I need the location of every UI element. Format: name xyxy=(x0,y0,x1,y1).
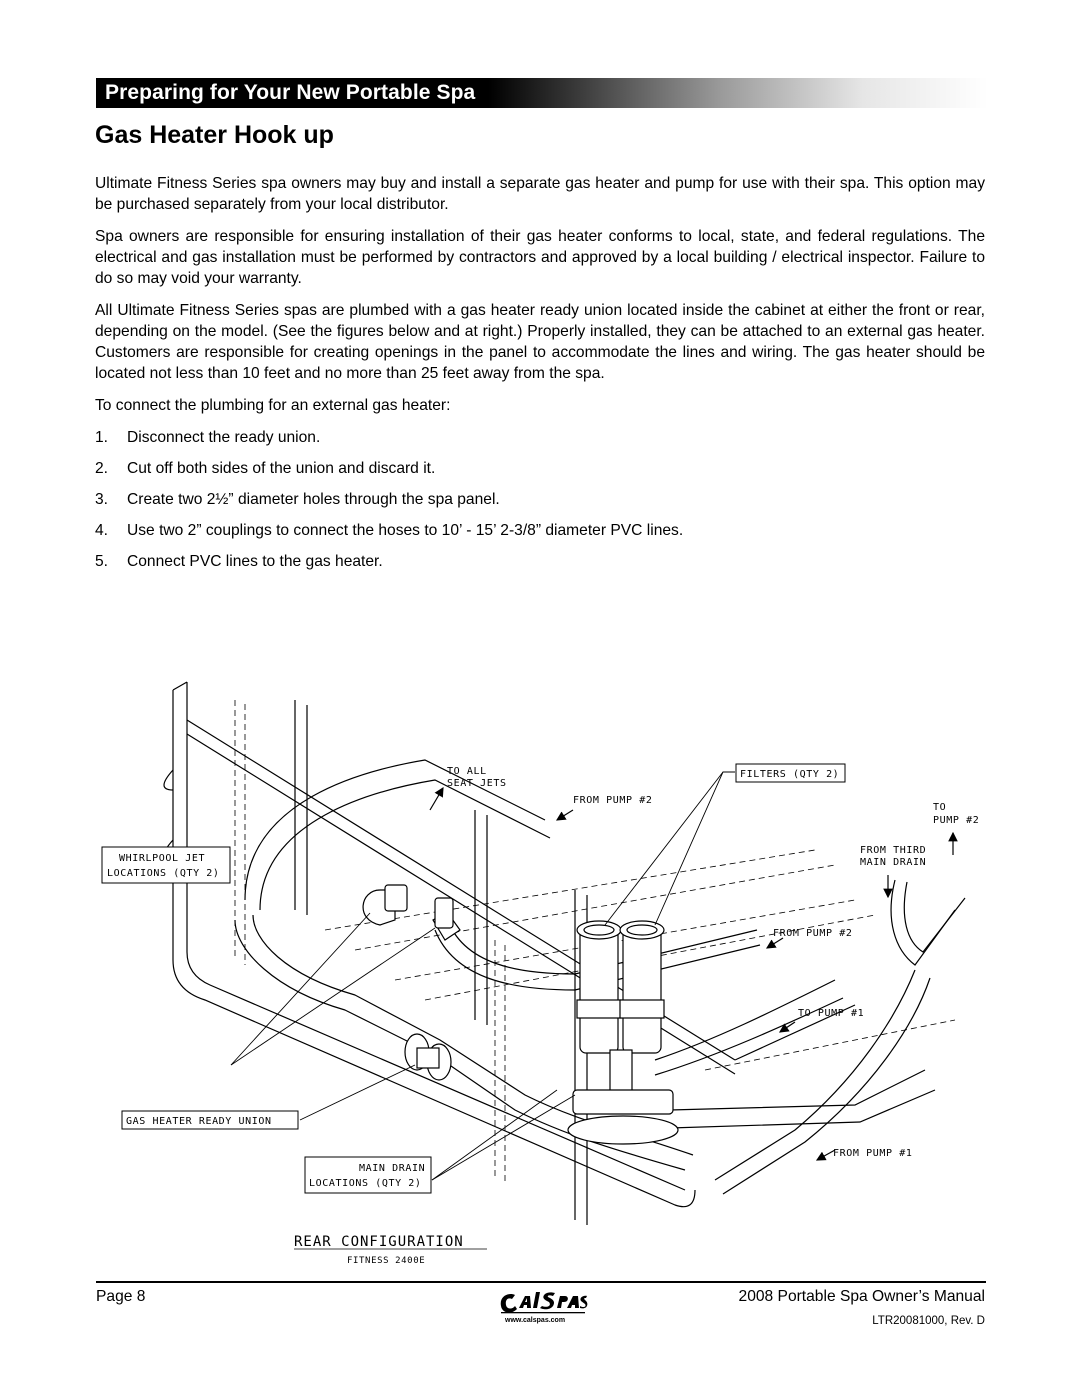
flow-arrows xyxy=(429,786,958,1161)
paragraph-plumbing: All Ultimate Fitness Series spas are plu… xyxy=(95,302,985,382)
step-number: 1. xyxy=(95,429,109,446)
label-whirlpool-2: LOCATIONS (QTY 2) xyxy=(107,868,220,879)
step-item: 2. Cut off both sides of the union and di… xyxy=(95,458,985,479)
label-to-pump2-1: TO xyxy=(933,802,946,813)
label-whirlpool-1: WHIRLPOOL JET xyxy=(119,853,205,864)
rear-configuration-diagram: TO ALL SEAT JETS FILTERS (QTY 2) FROM PU… xyxy=(101,681,979,1266)
fittings xyxy=(362,884,461,1081)
label-to-pump1: TO PUMP #1 xyxy=(798,1008,864,1019)
dashed-framing xyxy=(234,700,956,1185)
section-banner-text: Preparing for Your New Portable Spa xyxy=(105,81,476,104)
section-banner: Preparing for Your New Portable Spa xyxy=(96,78,988,108)
step-item: 3. Create two 2½” diameter holes through … xyxy=(95,489,985,510)
paragraph-connect: To connect the plumbing for an external … xyxy=(95,397,451,414)
step-text: Connect PVC lines to the gas heater. xyxy=(127,553,383,570)
page-title: Gas Heater Hook up xyxy=(95,121,334,149)
label-gas-heater-union: GAS HEATER READY UNION xyxy=(126,1116,272,1127)
label-boxes xyxy=(101,763,846,1194)
label-filters: FILTERS (QTY 2) xyxy=(740,769,839,780)
label-to-pump2-2: PUMP #2 xyxy=(933,815,979,826)
step-item: 5. Connect PVC lines to the gas heater. xyxy=(95,551,985,572)
steps-list: 1. Disconnect the ready union. 2. Cut off … xyxy=(95,427,985,572)
step-text: Create two 2½” diameter holes through th… xyxy=(127,491,500,508)
step-number: 2. xyxy=(95,460,109,477)
step-item: 1. Disconnect the ready union. xyxy=(95,427,985,448)
step-item: 4. Use two 2” couplings to connect the ho… xyxy=(95,520,985,541)
logo-url: www.calspas.com xyxy=(504,1317,565,1324)
step-number: 3. xyxy=(95,491,109,508)
diagram-caption: REAR CONFIGURATION xyxy=(294,1234,464,1250)
label-from-pump2-mid: FROM PUMP #2 xyxy=(773,928,852,939)
label-from-third-2: MAIN DRAIN xyxy=(860,857,926,868)
step-text: Use two 2” couplings to connect the hose… xyxy=(127,522,684,539)
calspas-logo: www.calspas.com xyxy=(500,1292,588,1324)
paragraph-responsibility: Spa owners are responsible for ensuring … xyxy=(95,228,985,287)
label-from-pump2-top: FROM PUMP #2 xyxy=(573,795,652,806)
label-from-third-1: FROM THIRD xyxy=(860,845,926,856)
label-main-drain-2: LOCATIONS (QTY 2) xyxy=(309,1178,422,1189)
label-to-all-seat-jets-2: SEAT JETS xyxy=(447,778,507,789)
page-number: Page 8 xyxy=(96,1288,146,1305)
footer-rule xyxy=(96,1281,986,1283)
cabinet-frame xyxy=(163,681,856,1225)
step-number: 5. xyxy=(95,553,109,570)
leader-lines xyxy=(230,771,735,1181)
document-code: LTR20081000, Rev. D xyxy=(872,1315,985,1327)
filter-canisters xyxy=(567,920,679,1145)
diagram-model: FITNESS 2400E xyxy=(347,1256,425,1266)
step-number: 4. xyxy=(95,522,109,539)
step-text: Cut off both sides of the union and disc… xyxy=(127,460,436,477)
body-text: Ultimate Fitness Series spa owners may b… xyxy=(95,173,985,582)
label-to-all-seat-jets-1: TO ALL xyxy=(447,766,487,777)
step-text: Disconnect the ready union. xyxy=(127,429,321,446)
label-main-drain-1: MAIN DRAIN xyxy=(359,1163,425,1174)
manual-title: 2008 Portable Spa Owner’s Manual xyxy=(738,1288,985,1305)
paragraph-intro: Ultimate Fitness Series spa owners may b… xyxy=(95,175,985,213)
label-from-pump1: FROM PUMP #1 xyxy=(833,1148,912,1159)
